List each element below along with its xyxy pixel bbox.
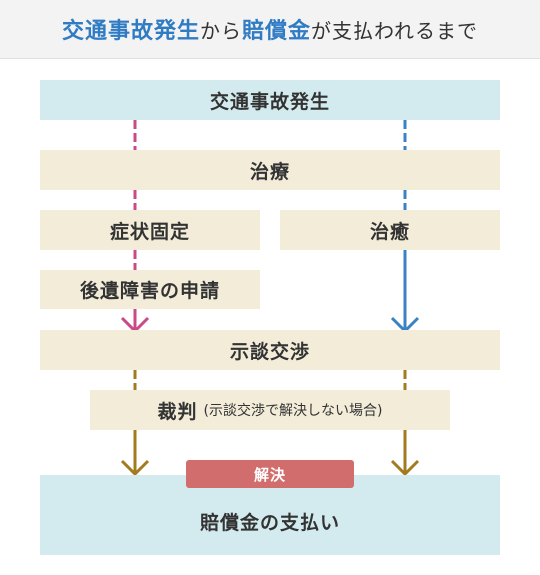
step-accident-label: 交通事故発生 (209, 90, 330, 113)
resolution-badge-label: 解決 (253, 465, 286, 484)
page-title: 交通事故発生 から 賠償金 が支払われるまで (0, 0, 540, 59)
step-symptom-fixed-label: 症状固定 (109, 220, 190, 243)
step-payment: 賠償金の支払い (40, 475, 500, 555)
step-trial-note: (示談交渉で解決しない場合) (203, 403, 383, 419)
step-treatment: 治療 (40, 150, 500, 190)
step-symptom-fixed: 症状固定 (40, 210, 260, 250)
brown-arrowhead-left (120, 459, 150, 477)
step-cured-label: 治癒 (369, 220, 410, 243)
step-treatment-label: 治療 (249, 160, 290, 183)
step-settlement: 示談交渉 (40, 330, 500, 370)
step-settlement-label: 示談交渉 (229, 340, 310, 363)
step-trial-label: 裁判 (157, 400, 198, 423)
step-disability-application-label: 後遺障害の申請 (79, 280, 220, 302)
step-disability-application: 後遺障害の申請 (40, 270, 260, 309)
title-until-paid: が支払われるまで (311, 18, 479, 43)
step-payment-label: 賠償金の支払い (199, 511, 340, 534)
step-cured: 治癒 (280, 210, 500, 250)
title-compensation: 賠償金 (242, 19, 312, 44)
title-accident: 交通事故発生 (61, 19, 200, 44)
resolution-badge: 解決 (186, 460, 354, 488)
title-from: から (200, 18, 242, 43)
step-trial: 裁判 (示談交渉で解決しない場合) (90, 390, 450, 430)
step-accident: 交通事故発生 (40, 80, 500, 120)
brown-arrowhead-right (390, 459, 420, 477)
